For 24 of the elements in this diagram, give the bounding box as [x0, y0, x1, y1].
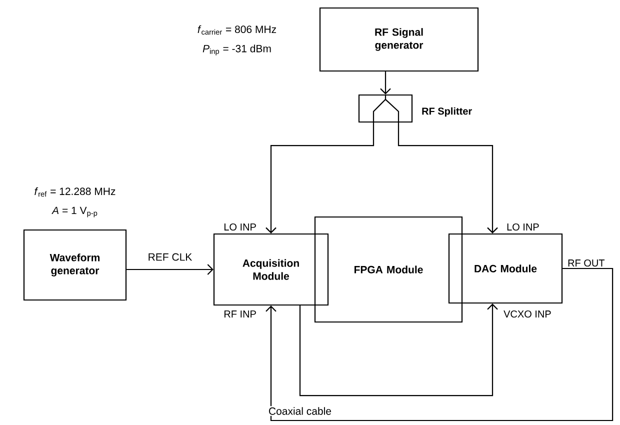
formula-label: P$_{inp}$ = -31 dBm: [202, 44, 272, 56]
port-label: LO INP: [506, 222, 540, 232]
formula-label: A = 1 V$_{p-p}$: [51, 206, 99, 218]
formula-label: f$_{ref}$ = 12.288 MHz: [33, 186, 117, 198]
port-label: VCXO INP: [502, 309, 552, 319]
edge-label: REF CLK: [146, 252, 194, 262]
arrow: [126, 264, 214, 275]
module-box: DAC Module: [448, 233, 563, 304]
edge-label: Coaxial cable: [267, 406, 333, 416]
module-box: FPGA Module: [314, 216, 463, 323]
arrow: [380, 72, 391, 94]
module-box: Acquisition Module: [213, 233, 329, 306]
node-caption: RF Splitter: [420, 106, 474, 118]
port-label: RF OUT: [566, 258, 606, 268]
arrow: [266, 268, 614, 422]
splitter-box: [358, 94, 413, 123]
arrow: [299, 304, 498, 396]
generator-box: RF Signal generator: [319, 7, 479, 72]
port-label: RF INP: [222, 310, 258, 318]
arrow: [398, 122, 498, 234]
formula-label: f$_{carrier}$ = 806 MHz: [196, 24, 278, 36]
port-label: LO INP: [222, 222, 258, 232]
generator-box: Waveform generator: [23, 229, 127, 301]
arrow: [266, 122, 374, 234]
